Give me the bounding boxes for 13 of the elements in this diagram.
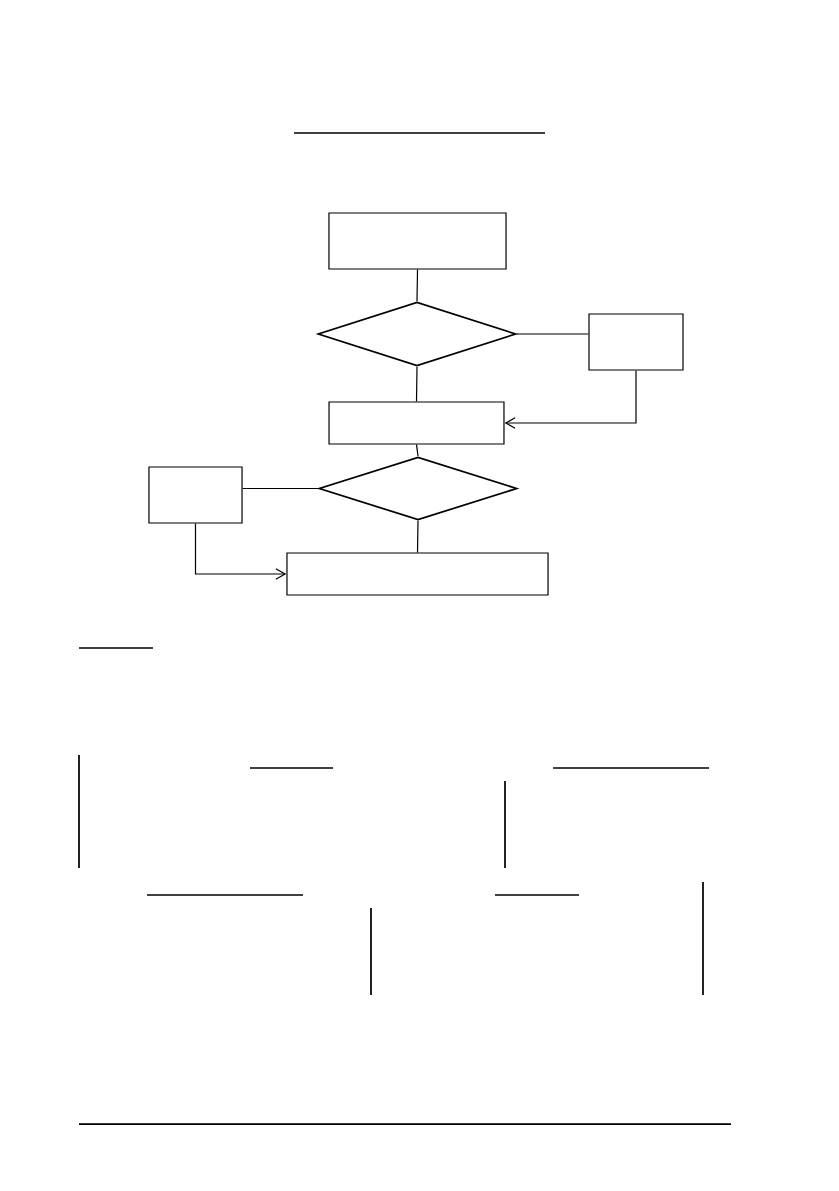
connector-line — [242, 487, 319, 490]
connector-line — [415, 366, 418, 402]
connector-line — [415, 444, 419, 457]
process-box — [588, 313, 684, 371]
connector-line — [416, 269, 419, 302]
process-box — [328, 212, 507, 270]
arrow — [504, 370, 637, 429]
connector-line — [416, 520, 419, 553]
arrow — [194, 523, 287, 580]
process-box — [328, 401, 505, 445]
process-box — [286, 552, 549, 596]
process-box — [148, 466, 243, 524]
connector-line — [516, 333, 589, 335]
